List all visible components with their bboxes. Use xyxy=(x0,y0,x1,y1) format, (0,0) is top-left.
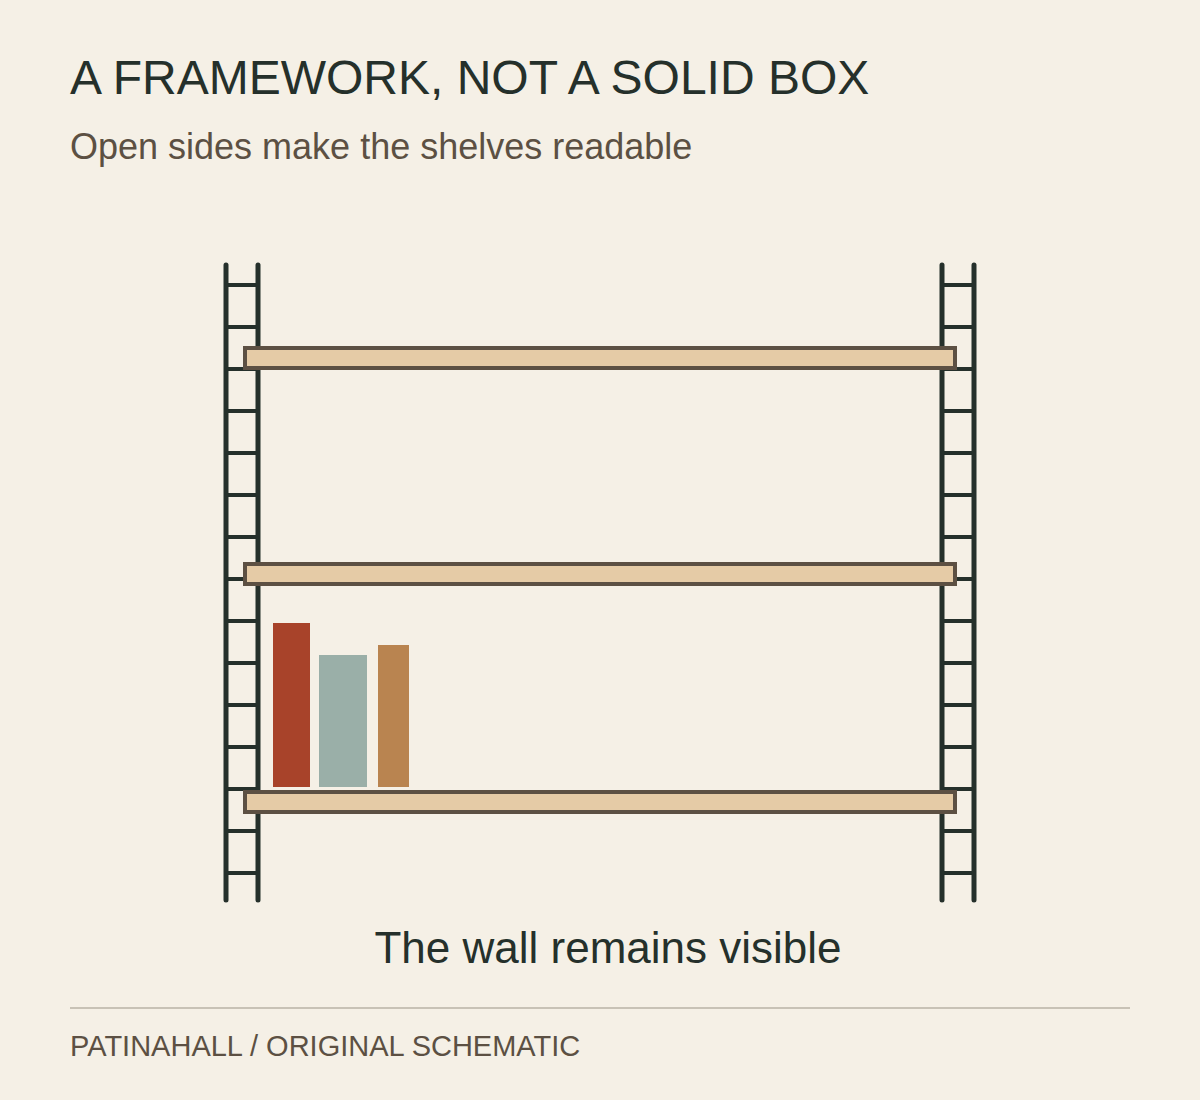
left-rail xyxy=(224,265,229,900)
ladder-rung xyxy=(942,703,974,707)
subtitle: Open sides make the shelves readable xyxy=(70,127,692,167)
shelf-board xyxy=(245,564,955,584)
book xyxy=(273,623,310,787)
shelf-board xyxy=(245,792,955,812)
ladder-rung xyxy=(226,745,258,749)
ladder-rung xyxy=(942,493,974,497)
ladder-rung xyxy=(942,409,974,413)
ladder-rung xyxy=(942,745,974,749)
ladder-rung xyxy=(226,451,258,455)
ladder-rung xyxy=(226,493,258,497)
right-rail xyxy=(972,265,977,900)
footer-credit: PATINAHALL / ORIGINAL SCHEMATIC xyxy=(70,1031,580,1063)
book xyxy=(319,655,367,787)
ladder-rung xyxy=(226,661,258,665)
ladder-rung xyxy=(942,535,974,539)
ladder-rung xyxy=(226,871,258,875)
ladder-rung xyxy=(942,829,974,833)
ladder-rung xyxy=(226,325,258,329)
ladder-rung xyxy=(942,451,974,455)
shelves xyxy=(245,348,955,812)
note-text: The wall remains visible xyxy=(0,924,1200,972)
ladder-rung xyxy=(942,661,974,665)
ladder-rung xyxy=(226,409,258,413)
ladder-rungs xyxy=(226,285,974,873)
ladder-rung xyxy=(226,283,258,287)
book xyxy=(378,645,409,787)
footer-rule xyxy=(70,1007,1130,1009)
ladder-rails xyxy=(226,265,974,900)
ladder-rung xyxy=(942,871,974,875)
ladder-rung xyxy=(942,325,974,329)
ladder-rung xyxy=(226,619,258,623)
ladder-rung xyxy=(226,829,258,833)
shelf-board xyxy=(245,348,955,368)
books xyxy=(273,623,409,787)
ladder-rung xyxy=(226,535,258,539)
ladder-rung xyxy=(942,283,974,287)
ladder-rung xyxy=(942,619,974,623)
title: A FRAMEWORK, NOT A SOLID BOX xyxy=(70,52,869,105)
ladder-rung xyxy=(226,703,258,707)
